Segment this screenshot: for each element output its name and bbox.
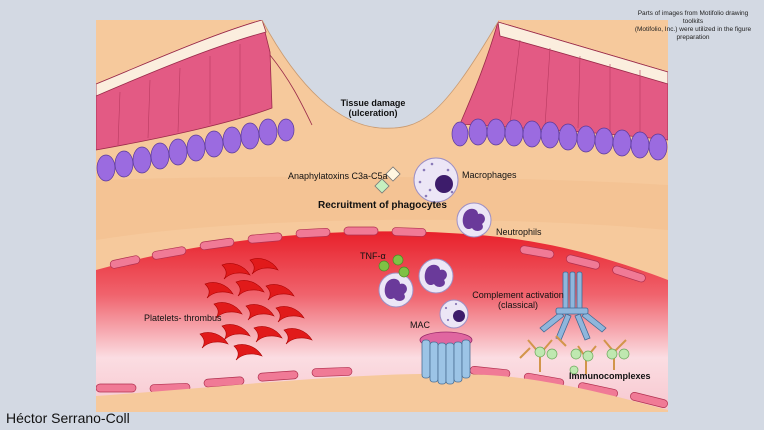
tissue-damage-label: Tissue damage (ulceration) — [340, 98, 406, 118]
complement-line2: (classical) — [497, 300, 538, 310]
blood-vessel — [96, 226, 668, 412]
tnf-label: TNF-α — [360, 251, 386, 261]
neutrophil-icon — [418, 258, 454, 294]
author-name: Héctor Serrano-Coll — [6, 410, 130, 426]
macrophages-label: Macrophages — [462, 170, 517, 180]
neutrophil-icon — [378, 272, 414, 308]
tissue-damage-line2: (ulceration) — [348, 108, 398, 118]
tissue-panel — [96, 20, 668, 412]
complement-line1: Complement activation — [472, 290, 564, 300]
platelets-label: Platelets- thrombus — [144, 313, 222, 323]
immunocomplex-icon — [519, 335, 630, 375]
credit-line2: (Motifolio, Inc.) were utilized in the f… — [634, 26, 752, 33]
epidermis-right — [459, 21, 668, 141]
mac-label: MAC — [410, 320, 430, 330]
macrophage-icon — [439, 299, 469, 329]
tnf-icon — [378, 254, 410, 278]
anaphylatoxins-label: Anaphylatoxins C3a-C5a — [288, 171, 388, 181]
epidermis-left — [96, 20, 313, 151]
macrophage-icon — [413, 157, 459, 203]
neutrophil-icon — [456, 202, 492, 238]
neutrophils-label: Neutrophils — [496, 227, 542, 237]
mac-icon — [419, 331, 473, 385]
complement-label: Complement activation (classical) — [466, 290, 570, 310]
basal-cells-right — [451, 118, 668, 161]
recruitment-label: Recruitment of phagocytes — [318, 200, 447, 211]
image-credit: Parts of images from Motifolio drawing t… — [628, 10, 758, 42]
basal-cells-left — [96, 118, 295, 182]
anaphylatoxin-icon — [374, 166, 401, 194]
credit-line3: preparation — [676, 34, 710, 41]
antibody-icon — [539, 271, 607, 341]
immunocomplexes-label: Immunocomplexes — [569, 371, 651, 381]
tissue-damage-line1: Tissue damage — [340, 98, 406, 108]
credit-line1: Parts of images from Motifolio drawing t… — [637, 10, 749, 25]
